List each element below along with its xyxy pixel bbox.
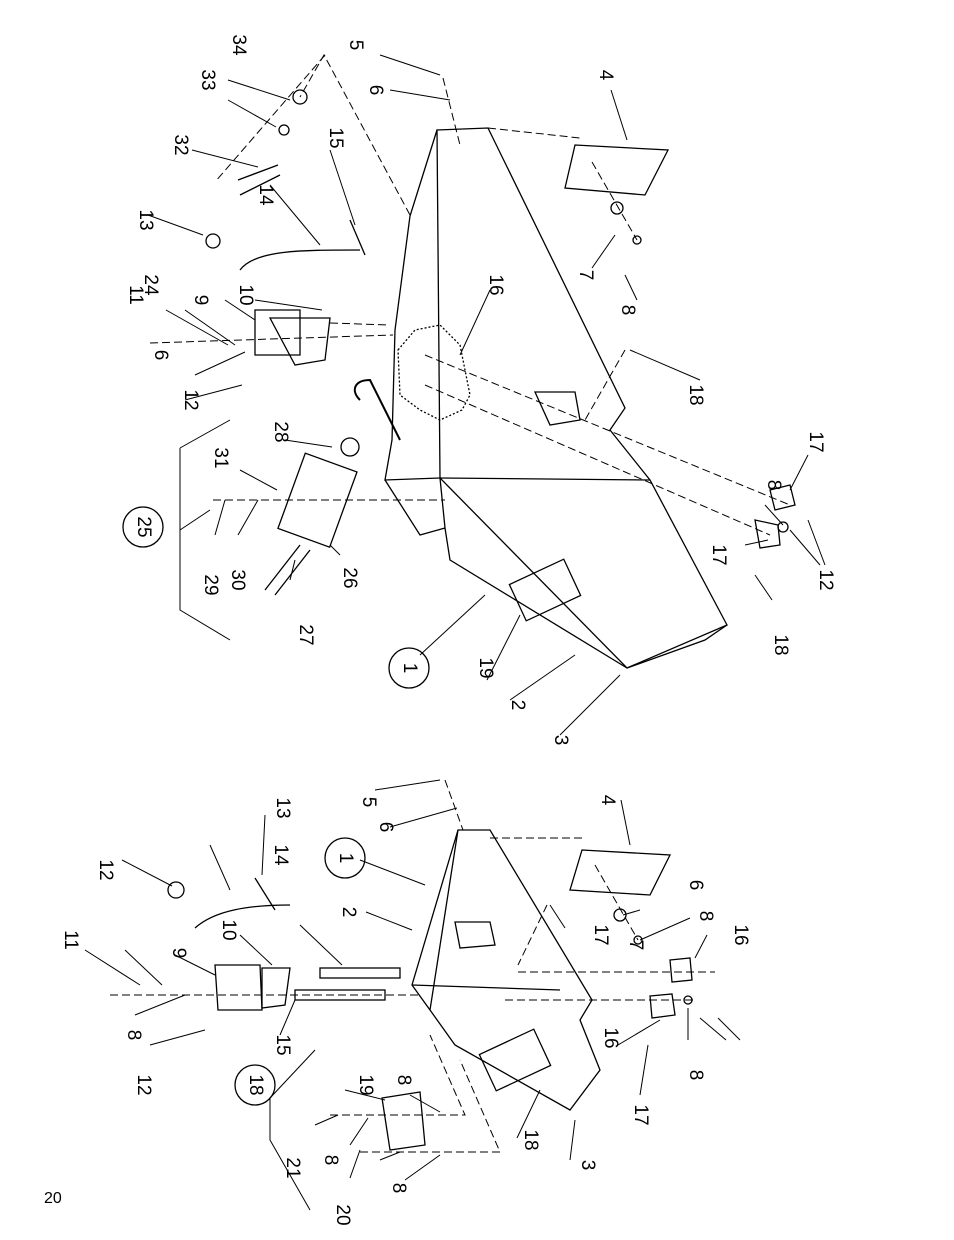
upper-callout-27: 27 (295, 624, 316, 645)
upper-callout-14: 14 (255, 184, 276, 206)
upper-callout-28: 28 (270, 421, 291, 442)
upper-callout-12: 12 (180, 389, 201, 410)
callout-leader-lines (84, 54, 826, 1211)
lower-callout-5: 5 (358, 797, 379, 808)
upper-callout-18: 18 (685, 384, 706, 405)
lower-callout-17: 17 (590, 924, 611, 945)
upper-callout-32: 32 (170, 134, 191, 155)
upper-callout-4: 4 (595, 70, 616, 81)
upper-callout-3: 3 (550, 735, 571, 746)
upper-callout-12: 12 (815, 569, 836, 590)
lower-callout-12: 12 (95, 859, 116, 880)
page-number: 20 (44, 1190, 62, 1207)
upper-callout-7: 7 (575, 270, 596, 281)
upper-callout-1: 1 (399, 663, 420, 674)
lower-callout-9: 9 (168, 948, 189, 959)
upper-callout-2: 2 (507, 700, 528, 711)
lower-callout-13: 13 (272, 797, 293, 818)
upper-callout-11: 11 (125, 285, 146, 305)
upper-callout-29: 29 (200, 574, 221, 595)
lower-callout-18: 18 (245, 1074, 266, 1095)
upper-callout-18: 18 (770, 634, 791, 655)
upper-callout-6: 6 (365, 85, 386, 96)
lower-callout-11: 11 (60, 930, 81, 950)
lower-assembly-drawing (110, 779, 715, 1153)
upper-callout-16: 16 (485, 274, 506, 295)
upper-callout-26: 26 (339, 567, 360, 588)
lower-callout-17: 17 (630, 1104, 651, 1125)
lower-callout-numbers: 1234566788888891011121213141516161717181… (60, 795, 751, 1226)
lower-callout-14: 14 (270, 844, 291, 866)
lower-callout-21: 21 (282, 1157, 303, 1178)
upper-callout-19: 19 (475, 657, 496, 678)
lower-callout-6: 6 (685, 880, 706, 891)
upper-callout-9: 9 (190, 295, 211, 306)
upper-callout-8: 8 (763, 480, 784, 491)
upper-assembly-drawing (149, 53, 796, 669)
lower-callout-16: 16 (730, 924, 751, 945)
lower-callout-2: 2 (338, 907, 359, 918)
upper-callout-15: 15 (325, 127, 346, 148)
upper-callout-13: 13 (135, 209, 156, 230)
lower-callout-7: 7 (625, 940, 646, 951)
upper-callout-33: 33 (197, 69, 218, 90)
lower-callout-18: 18 (520, 1129, 541, 1150)
lower-callout-8: 8 (123, 1030, 144, 1041)
lower-callout-19: 19 (355, 1074, 376, 1095)
upper-callout-30: 30 (227, 569, 248, 590)
lower-callout-15: 15 (272, 1034, 293, 1055)
lower-callout-8: 8 (685, 1070, 706, 1081)
upper-callout-10: 10 (235, 284, 256, 305)
lower-callout-8: 8 (695, 911, 716, 922)
lower-callout-20: 20 (332, 1204, 353, 1225)
upper-callout-34: 34 (228, 34, 249, 56)
upper-callout-24: 24 (140, 274, 161, 296)
upper-callout-8: 8 (617, 305, 638, 316)
lower-callout-10: 10 (218, 919, 239, 940)
lower-callout-8: 8 (393, 1075, 414, 1086)
lower-callout-1: 1 (335, 853, 356, 864)
lower-callout-12: 12 (133, 1074, 154, 1095)
lower-callout-4: 4 (597, 795, 618, 806)
lower-callout-8: 8 (320, 1155, 341, 1166)
upper-callout-17: 17 (805, 431, 826, 452)
upper-callout-25: 25 (133, 516, 154, 537)
lower-callout-3: 3 (577, 1160, 598, 1171)
lower-callout-6: 6 (375, 822, 396, 833)
upper-callout-6: 6 (150, 350, 171, 361)
upper-callout-31: 31 (210, 447, 231, 468)
upper-callout-5: 5 (345, 40, 366, 51)
lower-callout-16: 16 (600, 1027, 621, 1048)
lower-callout-8: 8 (388, 1183, 409, 1194)
callout-circles (122, 506, 430, 1106)
upper-callout-17: 17 (708, 544, 729, 565)
